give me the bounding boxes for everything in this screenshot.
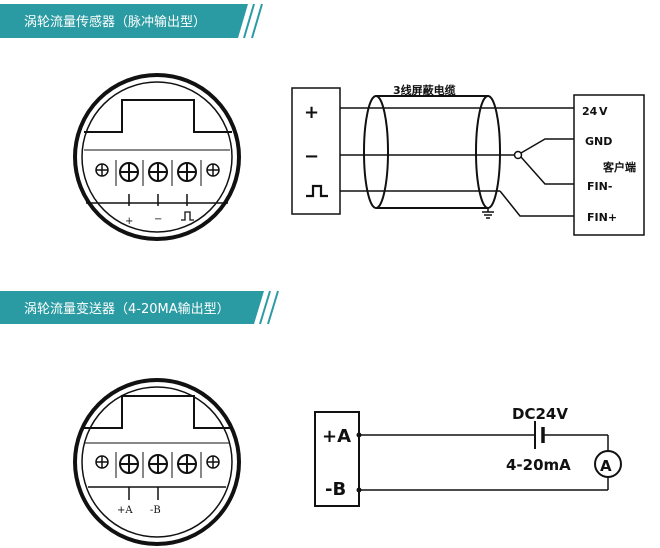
section2-sensor-head: +A -B xyxy=(73,378,241,546)
sensor-box-minus: − xyxy=(304,146,319,167)
screw-terminal-icon xyxy=(95,455,109,469)
sensor-outer-ring xyxy=(73,378,241,546)
sensor-box xyxy=(291,87,341,215)
cable-label: 3线屏蔽电缆 xyxy=(393,83,456,97)
client-terminal-24: 24 xyxy=(582,105,598,118)
screw-terminal-icon xyxy=(148,162,168,182)
transmitter-box xyxy=(314,411,360,507)
current-label: 4-20mA xyxy=(506,456,571,474)
terminal-dividers xyxy=(115,452,202,478)
client-terminal-unit: V xyxy=(599,105,608,118)
sensor-housing-outline xyxy=(84,395,232,429)
sensor-inner-ring xyxy=(81,81,233,233)
section2-banner: 涡轮流量变送器（4-20MA输出型） xyxy=(0,290,279,325)
screw-terminal-icon xyxy=(206,455,220,469)
client-box xyxy=(573,94,645,236)
section2-wiring: +A -B DC24V 4-20mA A xyxy=(314,405,622,507)
banner-bg xyxy=(0,291,264,324)
client-terminal-finplus: FIN+ xyxy=(587,211,617,224)
junction-node xyxy=(513,150,523,160)
screw-terminal-icon xyxy=(119,162,139,182)
wire-to-gnd xyxy=(520,138,574,154)
node-dot xyxy=(356,432,362,438)
pulse-wave-icon xyxy=(181,211,194,221)
banner-slash xyxy=(267,290,279,325)
section1-banner: 涡轮流量传感器（脉冲输出型） xyxy=(0,3,263,39)
terminal-label-minus: − xyxy=(154,214,162,225)
banner-slash xyxy=(259,290,271,325)
banner-bg xyxy=(0,4,248,38)
banner-slash xyxy=(251,3,263,39)
wire-to-finminus xyxy=(520,156,574,185)
section1-sensor-head: + − xyxy=(73,73,241,241)
terminal-pins xyxy=(128,487,159,500)
terminal-label-plus-a: +A xyxy=(117,505,133,516)
screw-terminal-icon xyxy=(95,163,109,177)
terminal-label-minus-b: -B xyxy=(150,505,161,516)
wire-pulse-to-finplus xyxy=(499,190,574,217)
ammeter-symbol: A xyxy=(600,457,612,475)
banner-slash xyxy=(243,3,255,39)
sensor-inner-ring xyxy=(81,386,233,538)
transmitter-label-plus-a: +A xyxy=(322,426,351,447)
ground-icon xyxy=(482,208,494,219)
battery-icon xyxy=(534,421,545,449)
client-name: 客户端 xyxy=(602,160,636,174)
section2-title: 涡轮流量变送器（4-20MA输出型） xyxy=(24,301,230,317)
section1-wiring: + − 3线屏蔽电缆 24 V GND 客户端 FIN xyxy=(291,83,645,236)
client-terminal-gnd: GND xyxy=(585,135,612,148)
transmitter-label-minus-b: -B xyxy=(325,479,346,500)
sensor-box-plus: + xyxy=(304,102,319,123)
sensor-outer-ring xyxy=(73,73,241,241)
screw-terminal-icon xyxy=(177,454,197,474)
node-dot xyxy=(356,487,362,493)
section1-title: 涡轮流量传感器（脉冲输出型） xyxy=(24,14,206,30)
screw-terminal-icon xyxy=(148,454,168,474)
sensor-housing-outline xyxy=(84,99,232,133)
pulse-wave-icon xyxy=(306,184,328,198)
screw-terminal-icon xyxy=(206,163,220,177)
terminal-label-plus: + xyxy=(125,216,133,227)
ammeter-icon: A xyxy=(594,450,622,478)
terminal-pins xyxy=(128,194,188,206)
screw-terminal-icon xyxy=(119,454,139,474)
supply-label: DC24V xyxy=(512,405,568,423)
screw-terminal-icon xyxy=(177,162,197,182)
client-terminal-finminus: FIN- xyxy=(587,180,612,193)
terminal-dividers xyxy=(115,160,202,186)
